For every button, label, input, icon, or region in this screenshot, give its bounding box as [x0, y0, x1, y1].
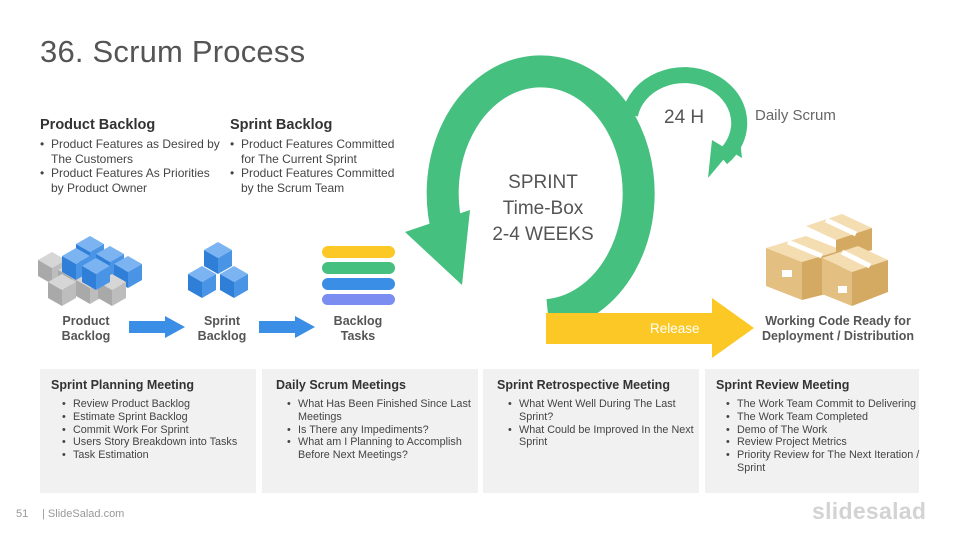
page-title: 36. Scrum Process [40, 34, 306, 69]
list-item: What Has Been Finished Since Last Meetin… [287, 398, 478, 424]
list-item: Commit Work For Sprint [62, 424, 263, 437]
sprint-line: 2-4 WEEKS [492, 224, 594, 245]
site-link[interactable]: | SlideSalad.com [42, 508, 125, 520]
daily-scrum-label: Daily Scrum [755, 107, 836, 124]
release-arrow [546, 298, 754, 358]
flow-label-sprint-backlog: Sprint Backlog [197, 314, 247, 343]
sprint-backlog-list: Product Features Committed for The Curre… [230, 137, 400, 195]
card-list: What Has Been Finished Since Last Meetin… [287, 398, 478, 462]
sprint-line: SPRINT [508, 172, 578, 193]
flow-arrow-2 [259, 316, 315, 338]
flow-label-backlog-tasks: Backlog Tasks [333, 314, 383, 343]
list-item: Review Project Metrics [726, 436, 923, 449]
list-item: What am I Planning to Accomplish Before … [287, 436, 478, 462]
list-item: Review Product Backlog [62, 398, 263, 411]
list-item: Is There any Impediments? [287, 424, 478, 437]
list-item: The Work Team Commit to Delivering [726, 398, 923, 411]
list-item: The Work Team Completed [726, 411, 923, 424]
daily-hours-label: 24 H [664, 107, 705, 128]
list-item: Product Features Committed by the Scrum … [230, 166, 400, 195]
list-item: Priority Review for The Next Iteration /… [726, 449, 923, 475]
sprint-backlog-heading: Sprint Backlog [230, 117, 333, 133]
flow-label-working-code: Working Code Ready for Deployment / Dist… [761, 314, 915, 343]
card-sprint-planning: Sprint Planning Meeting Review Product B… [40, 369, 256, 493]
page-number: 51 [16, 508, 29, 520]
list-item: Demo of The Work [726, 424, 923, 437]
product-backlog-heading: Product Backlog [40, 117, 156, 133]
card-heading: Daily Scrum Meetings [276, 378, 406, 392]
sprint-cycle-arrow [405, 55, 655, 331]
boxes-icon [766, 214, 888, 306]
sprint-backlog-section: Sprint Backlog Product Features Committe… [230, 117, 400, 195]
card-sprint-review: Sprint Review Meeting The Work Team Comm… [705, 369, 919, 493]
flow-label-product-backlog: Product Backlog [61, 314, 111, 343]
product-backlog-section: Product Backlog Product Features as Desi… [40, 117, 220, 195]
list-item: Product Features Committed for The Curre… [230, 137, 400, 166]
card-list: The Work Team Commit to Delivering The W… [726, 398, 923, 475]
list-item: Product Features As Priorities by Produc… [40, 166, 220, 195]
release-label: Release [650, 321, 700, 336]
sprint-backlog-cubes-icon [188, 242, 248, 298]
card-heading: Sprint Review Meeting [716, 378, 850, 392]
card-daily-scrum: Daily Scrum Meetings What Has Been Finis… [262, 369, 478, 493]
sprint-line: Time-Box [502, 198, 584, 219]
flow-arrow-1 [129, 316, 185, 338]
card-sprint-retrospective: Sprint Retrospective Meeting What Went W… [483, 369, 699, 493]
backlog-tasks-stack-icon [322, 246, 395, 305]
product-backlog-list: Product Features as Desired by The Custo… [40, 137, 220, 195]
list-item: What Went Well During The Last Sprint? [508, 398, 694, 424]
brand-logo: slidesalad [812, 498, 927, 524]
card-list: Review Product Backlog Estimate Sprint B… [62, 398, 263, 462]
daily-scrum-arrow [622, 67, 748, 178]
product-backlog-cubes-icon [38, 236, 142, 306]
card-heading: Sprint Planning Meeting [51, 378, 195, 392]
card-heading: Sprint Retrospective Meeting [497, 378, 670, 392]
list-item: What Could be Improved In the Next Sprin… [508, 424, 694, 450]
card-list: What Went Well During The Last Sprint? W… [508, 398, 694, 449]
sprint-timebox-text: SPRINT Time-Box 2-4 WEEKS [468, 170, 618, 248]
list-item: Users Story Breakdown into Tasks [62, 436, 263, 449]
list-item: Task Estimation [62, 449, 263, 462]
list-item: Product Features as Desired by The Custo… [40, 137, 220, 166]
list-item: Estimate Sprint Backlog [62, 411, 263, 424]
